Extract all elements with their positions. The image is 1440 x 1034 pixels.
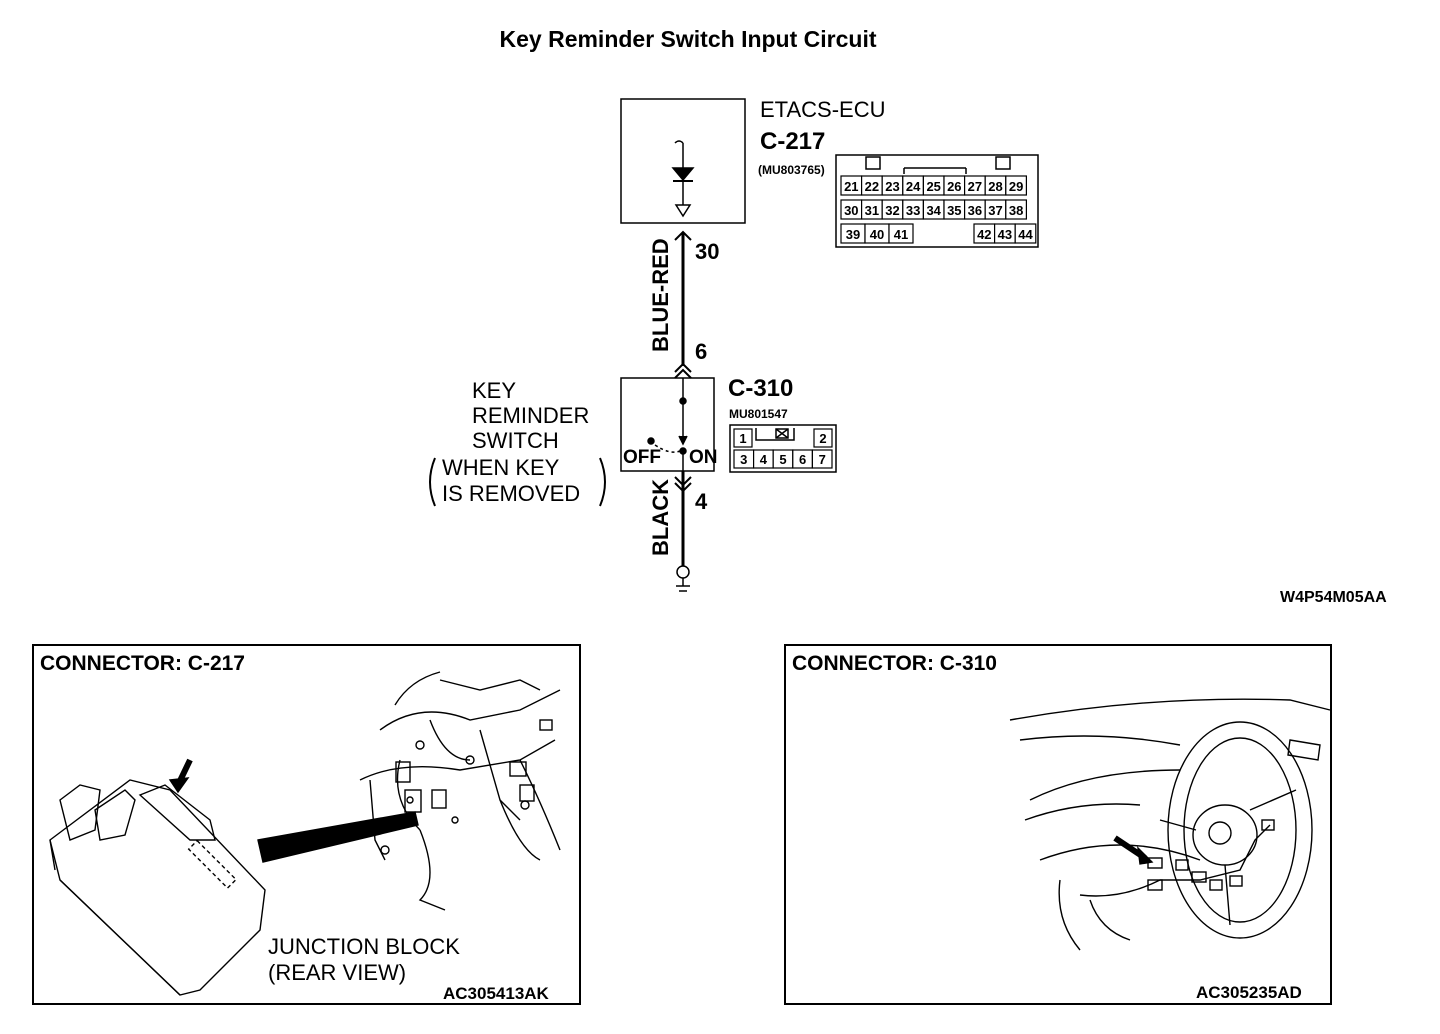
c217-pin-35-label: 35 (947, 203, 961, 218)
c310-pin-2-cell (813, 428, 833, 448)
c217-pin-40-label: 40 (870, 227, 884, 242)
c217-pin-22-label: 22 (865, 179, 879, 194)
pin-label-switch-bottom: 4 (695, 489, 708, 514)
pin-label-ecu: 30 (695, 239, 720, 264)
c217-connector-face (835, 154, 1039, 248)
c310-pin-7-cell (811, 449, 833, 469)
c217-pin-38-label: 38 (1009, 203, 1023, 218)
c310-pin-6-label: 6 (799, 452, 806, 467)
panel-left-label-line2: (REAR VIEW) (268, 960, 407, 985)
c217-pin-23-label: 23 (885, 179, 899, 194)
c310-pin-1-label: 1 (739, 431, 746, 446)
c217-pin-21-label: 21 (844, 179, 858, 194)
c310-pin-3-label: 3 (740, 452, 747, 467)
c217-pin-31-label: 31 (865, 203, 879, 218)
c217-pin-24-label: 24 (906, 179, 921, 194)
switch-part-number: MU801547 (729, 407, 788, 421)
switch-off-label: OFF (623, 447, 661, 468)
ecu-box (620, 98, 746, 224)
c217-pin-41-cell (888, 223, 914, 244)
c217-pin-33-label: 33 (906, 203, 920, 218)
c217-pin-41-label: 41 (894, 227, 908, 242)
switch-label-line3: SWITCH (472, 428, 559, 453)
c217-pin-44-label: 44 (1018, 227, 1033, 242)
panel-left-heading: CONNECTOR: C-217 (40, 652, 245, 675)
panel-right-frame (784, 644, 1332, 1005)
panel-left-label-line1: JUNCTION BLOCK (268, 934, 460, 959)
c310-connector-face (729, 424, 837, 473)
ecu-part-number: (MU803765) (758, 163, 825, 177)
c217-pin-32-label: 32 (885, 203, 899, 218)
c310-pin-4-label: 4 (760, 452, 768, 467)
switch-on-label: ON (689, 447, 718, 468)
ecu-connector-label: C-217 (760, 128, 826, 155)
steering-wheel-illustration (1009, 698, 1331, 951)
c310-pin-2-label: 2 (819, 431, 826, 446)
c217-pin-38-cell (1005, 199, 1027, 220)
c217-pin-grid: 21 22 23 24 25 26 27 28 29 30 31 32 33 34 35 36 37 38 39 40… (840, 175, 1037, 244)
switch-label-line2: REMINDER (472, 403, 590, 428)
ground-arrow-icon (674, 204, 692, 218)
ecu-wire-stub (674, 140, 684, 168)
c217-pin-36-label: 36 (968, 203, 982, 218)
ground-terminal-icon (676, 565, 690, 579)
c310-pin-1-cell (733, 428, 753, 448)
switch-condition-line2: IS REMOVED (442, 481, 581, 506)
c217-pin-44-cell (1014, 223, 1037, 244)
ecu-name: ETACS-ECU (760, 97, 886, 122)
c217-pin-30-label: 30 (844, 203, 858, 218)
c217-pin-27-label: 27 (968, 179, 982, 194)
connector-mark-ecu (674, 230, 692, 241)
switch-box (620, 377, 715, 472)
switch-condition-line1: WHEN KEY (442, 455, 560, 480)
diagram-code: W4P54M05AA (1280, 589, 1387, 606)
c310-pin-7-label: 7 (819, 452, 826, 467)
switch-connector-label: C-310 (728, 375, 794, 402)
c217-pin-29-cell (1005, 175, 1027, 196)
c217-pin-42-label: 42 (977, 227, 991, 242)
c217-pin-34-label: 34 (926, 203, 941, 218)
c217-pin-25-label: 25 (926, 179, 940, 194)
c217-pin-26-label: 26 (947, 179, 961, 194)
panel-left-code: AC305413AK (443, 984, 549, 1003)
pin-label-switch-top: 6 (695, 339, 708, 364)
c217-pin-29-label: 29 (1009, 179, 1023, 194)
c217-pin-37-label: 37 (988, 203, 1002, 218)
connector-mark-switch-top (674, 362, 692, 379)
junction-block-illustration (49, 671, 561, 996)
panel-right-heading: CONNECTOR: C-310 (792, 652, 997, 675)
c217-pin-39-label: 39 (846, 227, 860, 242)
panel-right-code: AC305235AD (1196, 983, 1302, 1002)
c217-pin-43-label: 43 (998, 227, 1012, 242)
c217-pin-28-label: 28 (988, 179, 1002, 194)
switch-label-line1: KEY (472, 378, 517, 403)
c310-pin-5-label: 5 (779, 452, 786, 467)
page-title: Key Reminder Switch Input Circuit (499, 26, 877, 52)
pointer-beam (257, 811, 419, 863)
diode-icon (671, 167, 695, 182)
panel-left-frame (32, 644, 581, 1005)
